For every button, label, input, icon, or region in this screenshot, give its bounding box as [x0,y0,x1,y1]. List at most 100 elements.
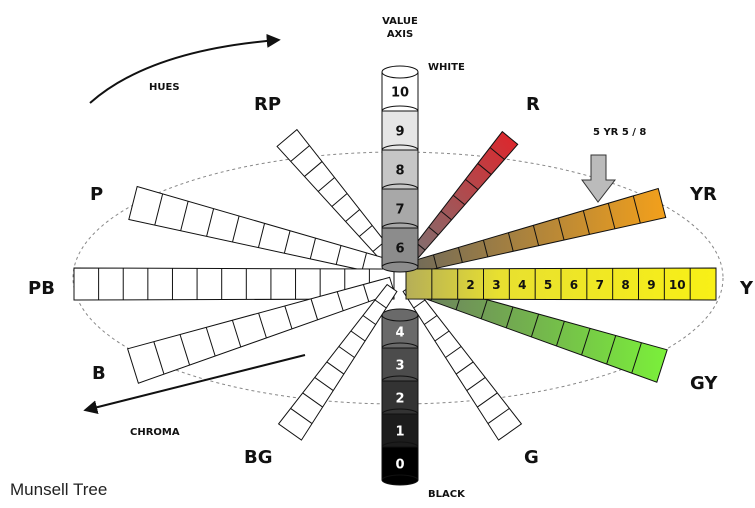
upper-axis-value-number: 9 [395,125,404,140]
spoke-yr-step [457,247,463,263]
spoke-p-step [335,245,342,265]
spoke-g-step [455,361,474,375]
y-chroma-number: 6 [570,278,578,292]
upper-axis-value-number: 7 [395,203,404,218]
spoke-b [126,276,396,384]
upper-axis-cell-body [381,110,419,151]
hue-label-b: B [92,363,106,384]
value-axis-lower: 4 3 2 1 0 [381,308,419,486]
y-chroma-number: 5 [544,278,552,292]
y-chroma-number: 3 [492,278,500,292]
spoke-r-step [489,147,505,160]
chroma-arrow [83,354,306,415]
hues-label: HUES [149,82,180,93]
lower-axis-cell: 1 [381,413,419,453]
spoke-b-step [336,291,344,311]
spoke-r-step [477,163,492,175]
spoke-bg-step [338,346,355,358]
lower-axis-value-number: 0 [395,458,404,473]
spoke-b-step [231,320,242,348]
spoke-bg-step [302,392,323,408]
spoke-p-step [257,223,266,248]
spoke-p-step [361,252,367,271]
spoke-gy-step [480,299,488,319]
spoke-p-step [309,238,317,259]
hue-label-r: R [526,94,540,115]
spoke-p-step [154,193,164,226]
spoke-y [405,267,717,301]
spoke-rp-step [304,161,323,177]
spoke-b-step [310,298,319,320]
spoke-bg-step [362,315,376,325]
y-chroma-number: 2 [466,278,474,292]
upper-axis-value-number: 8 [395,164,404,179]
lower-axis-value-number: 2 [395,392,404,407]
upper-axis-cell: 6 [381,227,419,273]
spoke-b-step [153,341,165,375]
spoke-bg-step [290,408,313,424]
spoke-yr-step [607,203,616,229]
spoke-yr-step [482,239,489,258]
spoke-b-body [126,276,396,384]
spoke-r-step [465,178,479,191]
spoke-rp-step [331,193,348,207]
spoke-gy-step [555,321,565,347]
spoke-g-step [424,315,438,325]
spoke-yr-step [632,195,641,224]
spoke-rp-step [358,225,373,237]
lower-axis-cell: 0 [381,446,419,486]
spoke-g-step [413,299,426,309]
hue-label-gy: GY [690,373,718,394]
upper-axis-cell: 9 [381,110,419,156]
lower-axis-cell: 3 [381,347,419,387]
hues-arrow [89,33,281,104]
hue-circle-ellipse [72,151,724,405]
spoke-yr-step [557,217,565,241]
spoke-b-step [284,305,293,330]
spoke-bg [277,283,398,441]
lower-axis-cell: 2 [381,380,419,420]
front-hue-spokes [126,267,717,441]
upper-axis-cell-rim [381,261,419,273]
spoke-r-step [428,226,439,236]
upper-axis-cell: 10 [381,71,419,117]
spoke-rp-step [345,209,361,222]
upper-axis-cell-body [381,227,419,268]
value-axis-title-line1: VALUE [382,16,418,27]
chroma-label: CHROMA [130,427,180,438]
hue-label-bg: BG [244,447,273,468]
spoke-rp-step [290,145,310,162]
spoke-r [403,130,519,266]
spoke-rp-step [317,177,335,192]
spoke-gy-step [606,335,617,365]
spoke-g-step [487,408,510,424]
spoke-g-step [477,392,498,408]
spoke-yr-step [582,210,590,235]
spoke-yr-body [407,187,667,275]
spoke-bg-step [350,330,366,342]
spoke-yr-step [432,254,438,269]
hue-label-yr: YR [689,184,717,205]
y-chroma-number: 8 [621,278,629,292]
spoke-gy-step [581,328,591,356]
spoke-b-step [258,312,267,339]
diagram-caption: Munsell Tree [10,480,108,499]
spoke-g-step [466,377,486,391]
spoke-r-step [452,194,466,206]
lower-axis-cap [381,308,419,322]
spoke-bg-step [314,377,334,391]
hue-label-p: P [90,184,103,205]
upper-axis-value-number: 10 [391,86,409,101]
upper-axis-cell-body [381,149,419,190]
lower-axis-cell-rim [381,474,419,486]
spoke-p-step [283,230,291,254]
hue-label-rp: RP [254,94,281,115]
value-axis-upper: 10 9 8 7 6 [381,65,419,273]
lower-axis-value-number: 3 [395,359,404,374]
y-chroma-number: 9 [647,278,655,292]
sample-pointer-arrow [581,154,617,203]
lower-axis-value-number: 4 [395,326,404,341]
spoke-p-step [206,208,215,237]
